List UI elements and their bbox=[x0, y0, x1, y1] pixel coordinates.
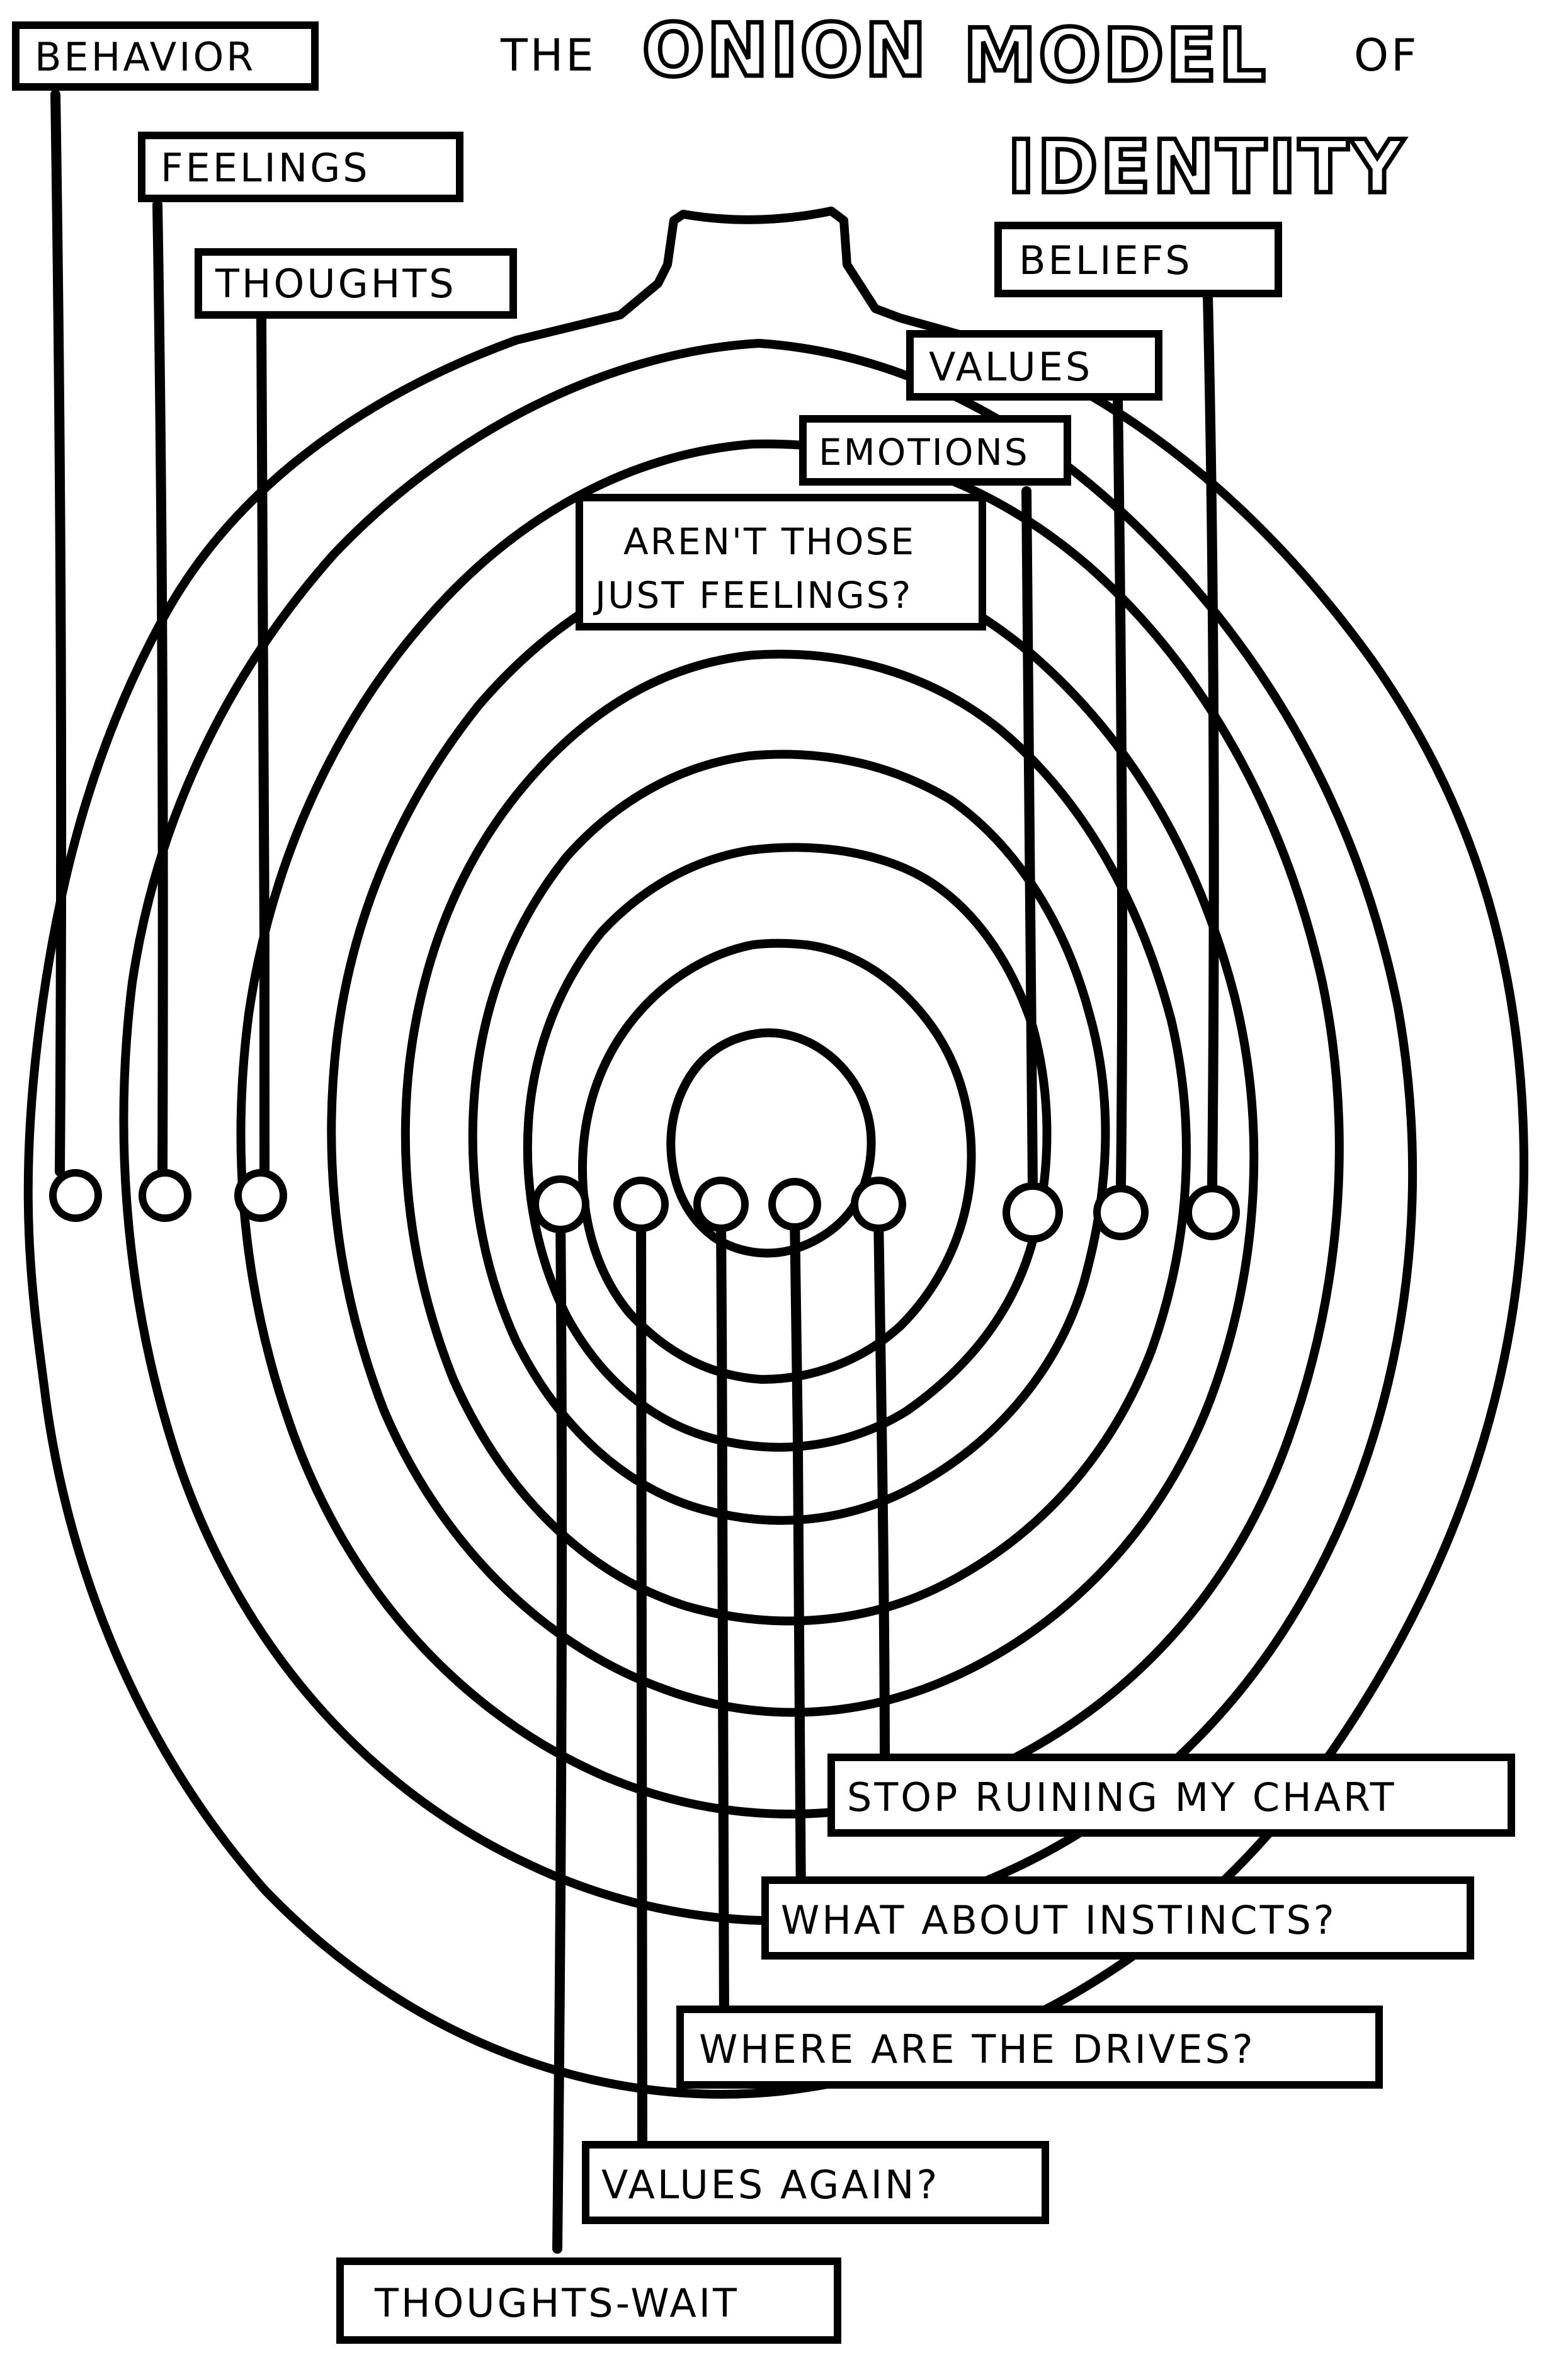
label-values: VALUES bbox=[906, 330, 1162, 401]
label-feelings: FEELINGS bbox=[138, 132, 463, 202]
beliefs-leader bbox=[1203, 291, 1219, 1189]
title-the: THE bbox=[500, 30, 596, 81]
stop-leader bbox=[873, 1211, 890, 1775]
label-instincts: WHAT ABOUT INSTINCTS? bbox=[761, 1876, 1474, 1960]
stop-endpoint bbox=[851, 1177, 906, 1232]
feelings-endpoint bbox=[139, 1169, 191, 1222]
behavior-leader bbox=[50, 89, 67, 1177]
label-feelings-text: FEELINGS bbox=[161, 145, 370, 191]
label-drives-text: WHERE ARE THE DRIVES? bbox=[699, 2026, 1256, 2072]
onion-ring-8 bbox=[578, 939, 976, 1384]
onion-outer-layer bbox=[23, 207, 1528, 2099]
values-again-endpoint bbox=[613, 1177, 669, 1232]
thoughts-endpoint bbox=[234, 1169, 287, 1222]
label-values-again-text: VALUES AGAIN? bbox=[601, 2162, 940, 2208]
label-thoughts: THOUGHTS bbox=[195, 248, 517, 319]
thoughts-leader bbox=[256, 313, 270, 1177]
thoughts-wait-leader bbox=[552, 1211, 567, 2254]
onion-rings bbox=[23, 207, 1528, 2099]
diagram-title: THE ONION MODEL OF IDENTITY bbox=[500, 6, 1419, 212]
onion-ring-4 bbox=[327, 546, 1259, 1717]
onion-ring-2 bbox=[119, 339, 1417, 1926]
label-thoughts-text: THOUGHTS bbox=[215, 261, 457, 307]
label-behavior-text: BEHAVIOR bbox=[35, 34, 256, 80]
values-endpoint bbox=[1093, 1185, 1149, 1240]
label-arent-line2: JUST FEELINGS? bbox=[593, 574, 912, 617]
label-thoughts-wait: THOUGHTS-WAIT bbox=[336, 2257, 841, 2344]
label-arent-line1: AREN'T THOSE bbox=[623, 520, 916, 563]
label-drives: WHERE ARE THE DRIVES? bbox=[676, 2006, 1383, 2089]
label-values-text: VALUES bbox=[929, 344, 1093, 390]
onion-ring-6 bbox=[468, 750, 1110, 1525]
title-identity: IDENTITY bbox=[1008, 125, 1406, 210]
feelings-leader bbox=[152, 200, 168, 1177]
instincts-leader bbox=[790, 1211, 806, 1914]
thoughts-wait-endpoint bbox=[531, 1175, 589, 1233]
label-stop-text: STOP RUINING MY CHART bbox=[847, 1774, 1397, 1820]
label-stop-ruining: STOP RUINING MY CHART bbox=[827, 1754, 1515, 1837]
bottom-leader-lines bbox=[531, 1175, 906, 2254]
beliefs-endpoint bbox=[1185, 1185, 1240, 1240]
left-leader-lines bbox=[49, 89, 287, 1222]
onion-ring-9 bbox=[666, 1028, 876, 1258]
label-instincts-text: WHAT ABOUT INSTINCTS? bbox=[781, 1897, 1337, 1943]
title-model: MODEL bbox=[963, 13, 1268, 98]
values-again-leader bbox=[636, 1211, 649, 2159]
emotions-endpoint bbox=[1003, 1182, 1063, 1243]
label-thoughts-wait-text: THOUGHTS-WAIT bbox=[374, 2280, 739, 2326]
title-of: OF bbox=[1354, 30, 1419, 81]
title-onion: ONION bbox=[642, 8, 929, 93]
label-emotions-text: EMOTIONS bbox=[819, 431, 1030, 474]
behavior-endpoint bbox=[49, 1169, 102, 1222]
drives-endpoint bbox=[693, 1177, 749, 1232]
label-beliefs-text: BELIEFS bbox=[1019, 237, 1193, 283]
label-arent-those: AREN'T THOSE JUST FEELINGS? bbox=[576, 494, 986, 631]
label-values-again: VALUES AGAIN? bbox=[582, 2141, 1049, 2224]
label-beliefs: BELIEFS bbox=[994, 222, 1282, 297]
emotions-leader bbox=[1021, 486, 1038, 1189]
instincts-endpoint bbox=[768, 1178, 821, 1231]
label-emotions: EMOTIONS bbox=[799, 415, 1071, 486]
right-leader-lines bbox=[1003, 291, 1240, 1243]
onion-ring-7 bbox=[523, 843, 1052, 1452]
values-leader bbox=[1113, 392, 1128, 1189]
onion-ring-5 bbox=[401, 649, 1191, 1626]
onion-ring-3 bbox=[236, 439, 1344, 1818]
label-behavior: BEHAVIOR bbox=[12, 21, 319, 91]
drives-leader bbox=[716, 1211, 729, 2033]
